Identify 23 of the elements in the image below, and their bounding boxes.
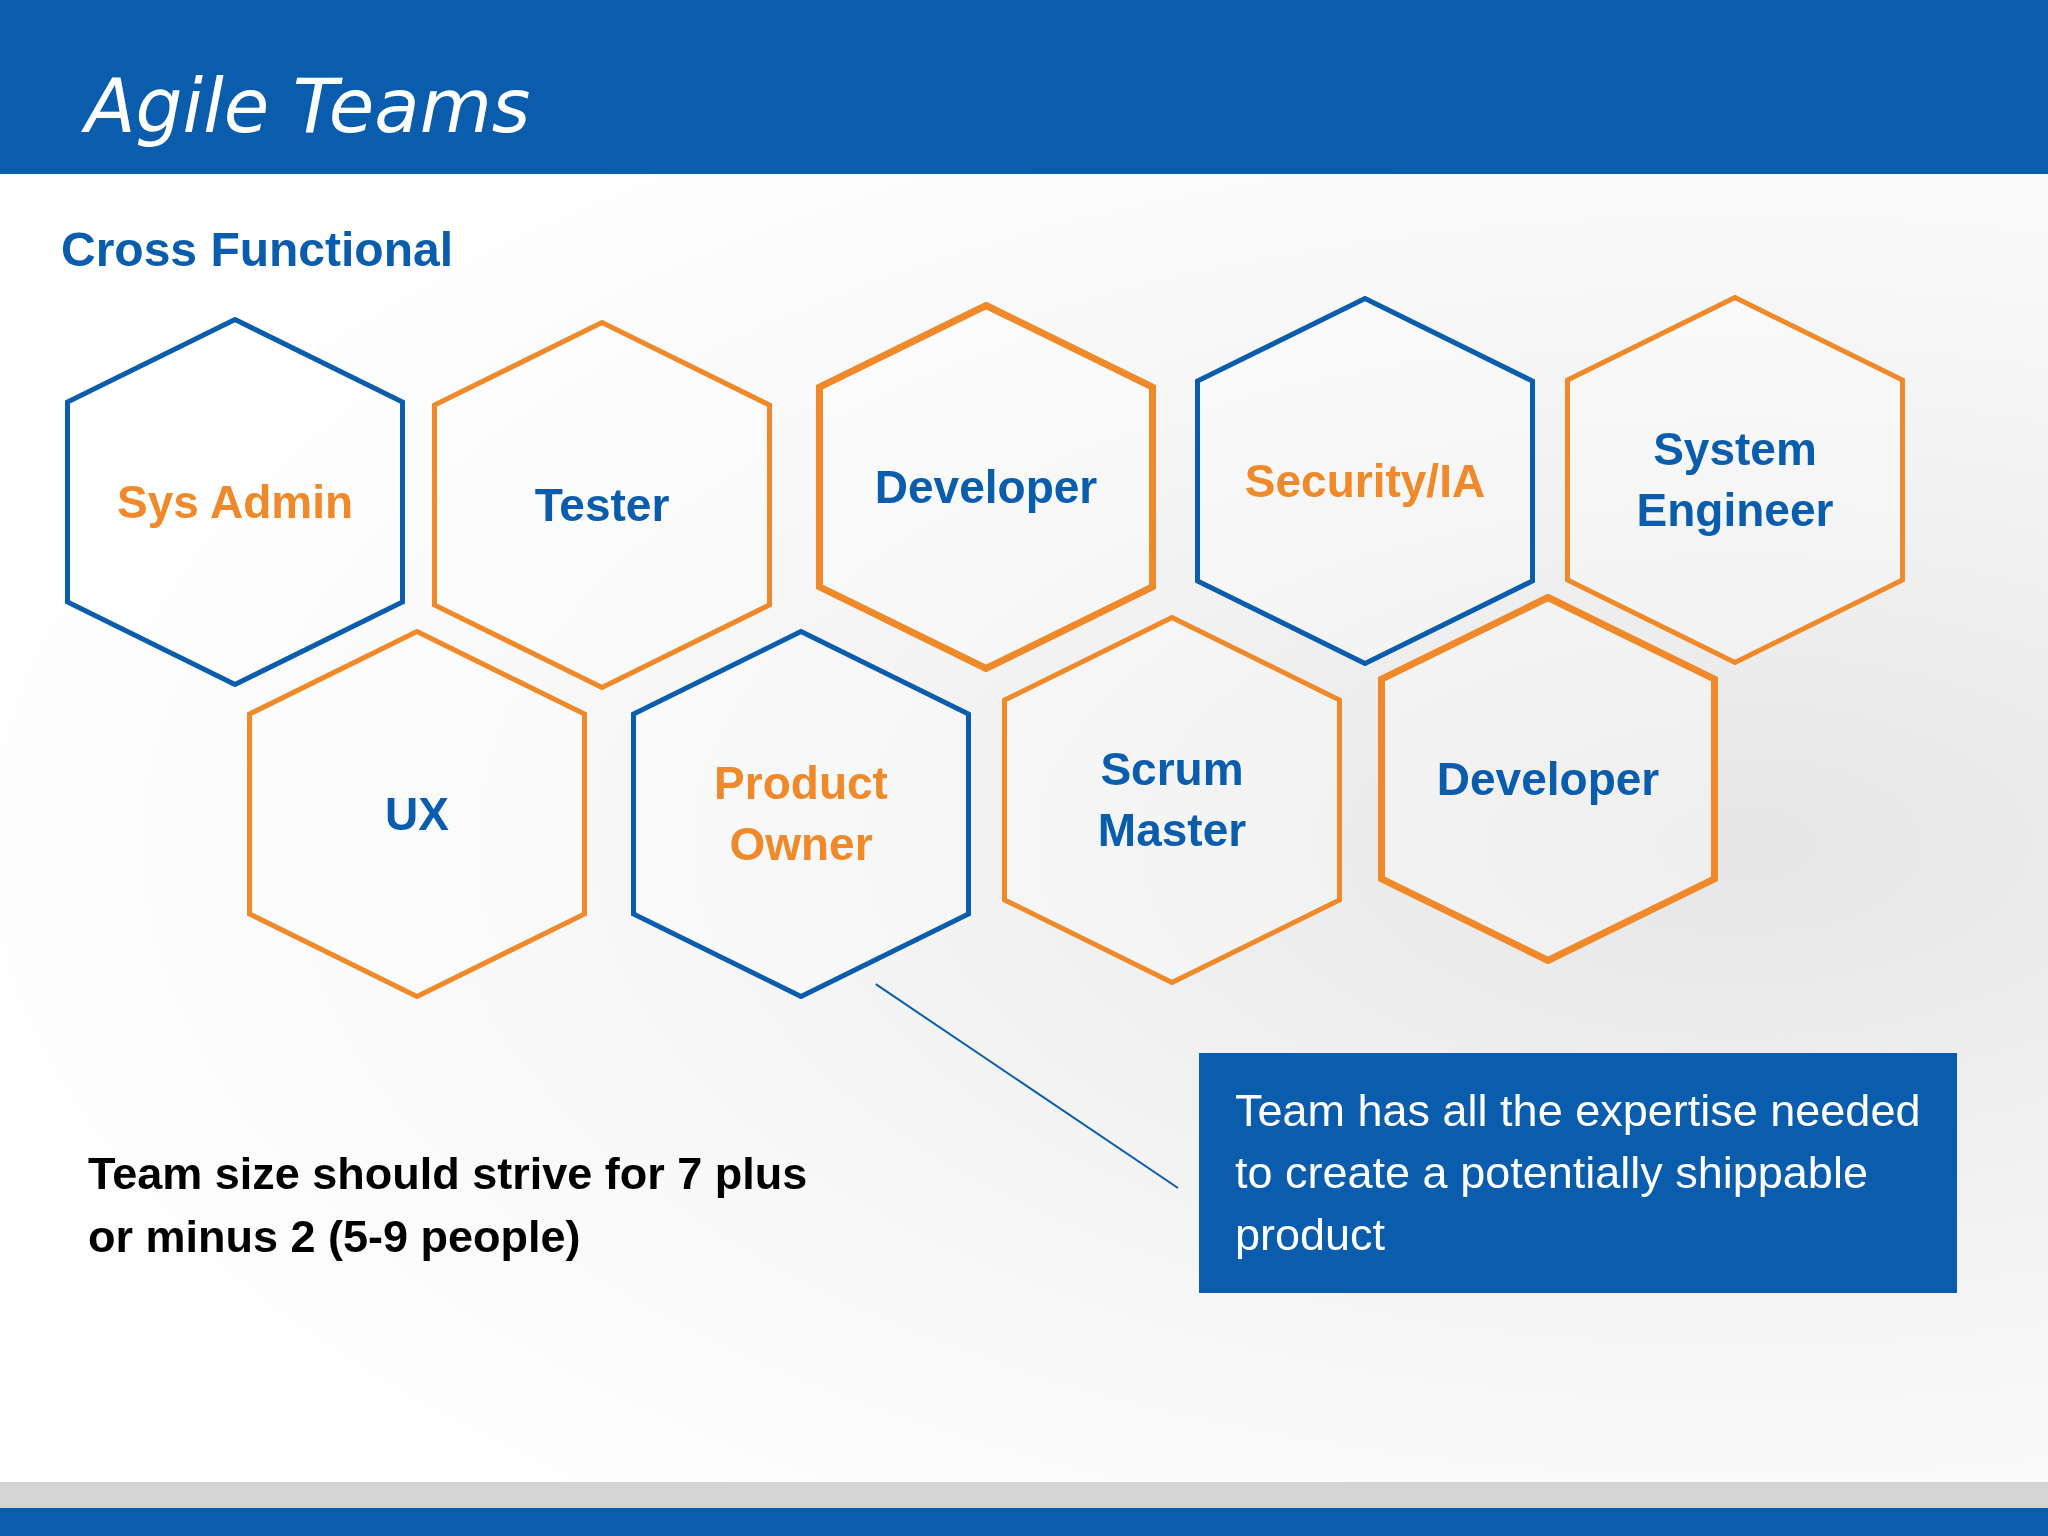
hexagon <box>1195 296 1535 666</box>
note-text: Team size should strive for 7 plus or minus 2 (5-9 people) <box>88 1147 809 1264</box>
leader-line <box>874 983 1179 1189</box>
role-label: Sys Admin <box>116 474 354 530</box>
role-label: Scrum Master <box>1096 742 1248 858</box>
role-label: Tester <box>533 477 671 533</box>
hexagon <box>1565 295 1905 665</box>
hexagon <box>432 320 772 690</box>
role-label: Developer <box>873 459 1099 515</box>
role-label: UX <box>384 786 450 842</box>
hexagon <box>816 302 1156 672</box>
hexagon <box>1002 615 1342 985</box>
hexagon <box>1378 594 1718 964</box>
callout-text: Team has all the expertise needed to create a potentially shippable product <box>1235 1084 1922 1262</box>
role-label: System Engineer <box>1635 422 1835 538</box>
role-label: Developer <box>1435 751 1661 807</box>
role-label: Product Owner <box>713 756 889 872</box>
section-heading: Cross Functional <box>61 222 454 277</box>
hexagon <box>65 317 405 687</box>
hexagon <box>247 629 587 999</box>
hexagon <box>631 629 971 999</box>
role-label: Security/IA <box>1243 453 1487 509</box>
callout-box <box>1199 1053 1957 1293</box>
